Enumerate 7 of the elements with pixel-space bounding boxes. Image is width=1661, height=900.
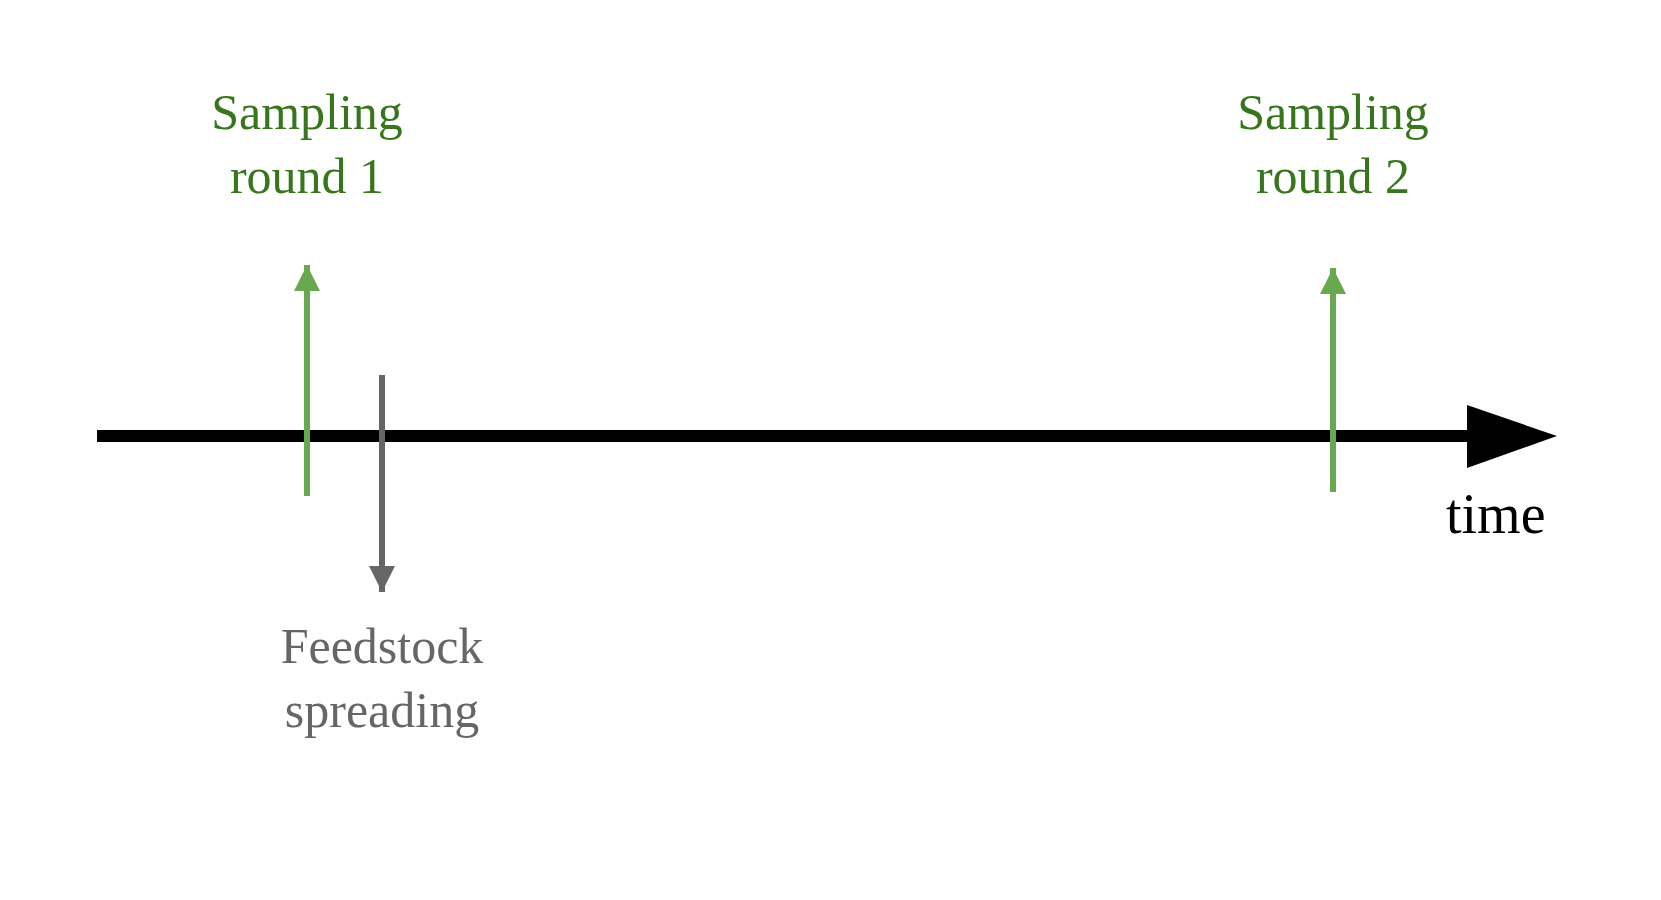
arrow	[293, 265, 321, 496]
event-label: Sampling round 2	[1236, 83, 1430, 206]
arrow	[368, 375, 396, 592]
arrow	[1319, 268, 1347, 492]
event-label: Sampling round 1	[210, 83, 404, 206]
axis-label: time	[1446, 482, 1546, 546]
event-label: Feedstock spreading	[279, 617, 485, 740]
